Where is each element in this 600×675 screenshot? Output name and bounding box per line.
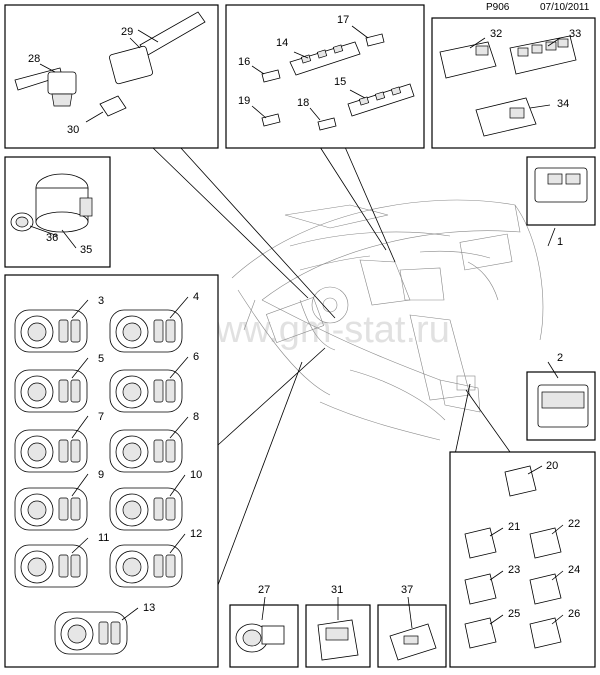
callout-26: 26 (568, 608, 580, 620)
callout-6: 6 (193, 351, 199, 363)
callout-15: 15 (334, 76, 346, 88)
diagram-code: P906 (486, 2, 510, 13)
callout-11: 11 (98, 532, 109, 544)
callout-7: 7 (98, 411, 104, 423)
callout-37: 37 (401, 584, 413, 596)
callout-35: 35 (80, 244, 92, 256)
callout-31: 31 (331, 584, 343, 596)
part-27-socket (235, 623, 285, 653)
part-2-switch (537, 384, 589, 428)
callout-5: 5 (98, 353, 104, 365)
part-18-button (317, 117, 337, 131)
callout-14: 14 (276, 37, 288, 49)
callout-23: 23 (508, 564, 520, 576)
part-28-turn-signal-stalk (14, 63, 77, 107)
part-36-ignition-ring (10, 212, 34, 232)
callout-29: 29 (121, 26, 133, 38)
part-29-wiper-stalk (109, 11, 206, 85)
part-30-clock-spring (85, 95, 127, 123)
part-33-window-switch-group (509, 35, 577, 75)
light-switch-array (14, 309, 183, 655)
callout-34: 34 (557, 98, 569, 110)
part-16-button (261, 69, 281, 83)
part-15-switch-panel (347, 83, 415, 117)
part-35-ignition-lock (35, 173, 93, 233)
callout-9: 9 (98, 469, 104, 481)
callout-22: 22 (568, 518, 580, 530)
callout-10: 10 (190, 469, 202, 481)
callout-16: 16 (238, 56, 250, 68)
callout-18: 18 (297, 97, 309, 109)
callout-1: 1 (557, 236, 563, 248)
dashboard-illustration (231, 199, 544, 441)
part-17-button (351, 25, 385, 47)
callout-25: 25 (508, 608, 520, 620)
part-37-switch (389, 623, 437, 661)
callout-12: 12 (190, 528, 202, 540)
part-32-window-switch (439, 41, 497, 79)
callout-30: 30 (67, 124, 79, 136)
callout-27: 27 (258, 584, 270, 596)
callout-20: 20 (546, 460, 558, 472)
callout-4: 4 (193, 291, 199, 303)
callout-8: 8 (193, 411, 199, 423)
part-34-window-switch (475, 97, 537, 137)
callout-ticks (29, 37, 564, 629)
callout-32: 32 (490, 28, 502, 40)
diagram-date: 07/10/2011 (540, 2, 590, 13)
callout-21: 21 (508, 521, 520, 533)
small-switch-array (464, 465, 562, 649)
callout-24: 24 (568, 564, 580, 576)
part-1-switch (534, 167, 588, 203)
callout-2: 2 (557, 352, 563, 364)
part-31-switch (317, 619, 359, 661)
callout-28: 28 (28, 53, 40, 65)
part-19-button (261, 113, 281, 127)
part-14-switch-panel (289, 41, 361, 76)
callout-19: 19 (238, 95, 250, 107)
watermark: www.gm-stat.ru (187, 309, 450, 351)
callout-3: 3 (98, 295, 104, 307)
callout-17: 17 (337, 14, 349, 26)
callout-13: 13 (143, 602, 155, 614)
callout-33: 33 (569, 28, 581, 40)
